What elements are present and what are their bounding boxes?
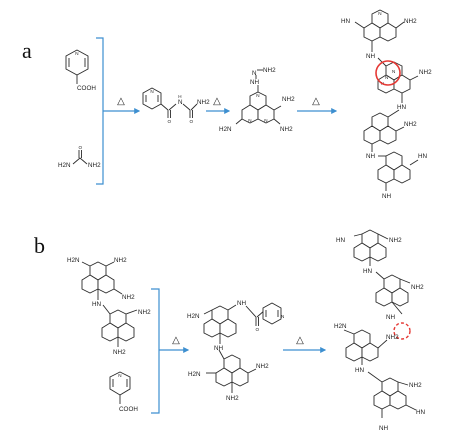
- linker-4: HN: [418, 153, 428, 160]
- intermediate-b-h2n-label-2: H2N: [188, 371, 201, 378]
- heptazine-left-nh2-label: H2N: [219, 126, 232, 133]
- heptazine-n-label: N: [252, 70, 257, 77]
- product-b-linker-4: HN: [416, 409, 426, 416]
- terminal-nh2-1: NH2: [404, 18, 417, 25]
- carbonyl-oxygen: O: [168, 119, 172, 124]
- isonicotinic-acid-structure: N COOH: [65, 49, 96, 92]
- linker-3: NH: [366, 153, 376, 160]
- linker-1: NH: [366, 53, 376, 60]
- panel-label-a: a: [22, 38, 32, 63]
- intermediate-b-nh-link: NH: [214, 345, 224, 352]
- product-b-hn-top: HN: [336, 237, 346, 244]
- product-b-nh-bottom: NH: [379, 425, 389, 432]
- melem-hn-label: HN: [92, 301, 102, 308]
- intermediate-1-structure: N O N H O NH2: [142, 87, 210, 124]
- terminal-hn-top: HN: [341, 18, 351, 25]
- urea-h2n-label: H2N: [58, 162, 71, 169]
- terminal-nh2-2: NH2: [419, 69, 432, 76]
- highlight-atom-1: N: [392, 69, 395, 74]
- highlight-atom-2: N: [385, 75, 388, 80]
- cooh-label-b: COOH: [119, 406, 138, 413]
- product-b-linker-3: HN: [355, 367, 365, 374]
- terminal-nh-bottom: NH: [382, 193, 392, 200]
- amide-h-label: H: [178, 94, 181, 99]
- product-b-nh2-3: NH2: [386, 334, 399, 341]
- heat-symbol-b2: △: [296, 335, 304, 346]
- terminal-nh2-3: NH2: [404, 121, 417, 128]
- svg-text:N: N: [248, 118, 251, 123]
- heat-symbol-a3: △: [312, 96, 320, 107]
- urea-oxygen: O: [79, 145, 83, 150]
- ring-nitrogen: N: [118, 373, 121, 378]
- pyridine-ring: [142, 87, 162, 110]
- svg-text:N: N: [256, 93, 259, 98]
- heat-symbol-a2: △: [213, 96, 221, 107]
- intermediate-b-nh2-label: NH2: [256, 363, 269, 370]
- melem-oligomer-structure: H2N NH2 NH2 HN NH2 NH2: [67, 257, 151, 356]
- svg-text:N: N: [264, 118, 267, 123]
- carbonyl-oxygen-b: O: [256, 327, 260, 332]
- ring-nitrogen: N: [150, 89, 153, 94]
- melem-nh2-label-1: NH2: [114, 257, 127, 264]
- terminal-nh2-label: NH2: [197, 99, 210, 106]
- heptazine-top-nh2-label: NH2: [263, 67, 276, 74]
- melem-nh2-label-3: NH2: [138, 309, 151, 316]
- ring-nitrogen: N: [281, 314, 284, 319]
- panel-label-b: b: [34, 233, 45, 258]
- panel-a: a N COOH H2N O NH2 △: [22, 9, 432, 200]
- intermediate-b-structure: H2N NH O N NH H2N NH2 NH2: [187, 300, 284, 402]
- dashed-highlight-circle: [393, 322, 411, 340]
- reactant-bracket-b: [151, 288, 160, 414]
- melem-h2n-label: H2N: [67, 257, 80, 264]
- heat-symbol-a1: △: [117, 96, 125, 107]
- intermediate-b-h2n-label: H2N: [187, 313, 200, 320]
- urea-structure: H2N O NH2: [58, 145, 101, 169]
- heat-symbol-b1: △: [172, 335, 180, 346]
- polymer-product-a: N HN NH2 NH NH2 N N N HN NH2: [341, 9, 432, 200]
- intermediate-2-structure: N N N NH N NH2 NH2 H2N NH2: [219, 67, 295, 133]
- carbonyl-oxygen-2: O: [190, 119, 194, 124]
- amide-n-label: N: [178, 99, 183, 106]
- melem-nh2-label-2: NH2: [122, 294, 135, 301]
- highlight-circle: [375, 60, 401, 86]
- product-b-linker-2: NH: [386, 314, 396, 321]
- svg-text:N: N: [378, 11, 381, 16]
- cooh-label: COOH: [77, 85, 96, 92]
- linker-2: HN: [397, 104, 407, 111]
- product-b-h2n-left: H2N: [334, 323, 347, 330]
- ring-nitrogen: N: [75, 51, 78, 56]
- heptazine-nh-label: NH: [250, 79, 260, 86]
- polymer-product-b: HN NH2 HN NH2 NH H2N NH2 HN: [334, 229, 426, 432]
- product-b-linker-1: HN: [363, 268, 373, 275]
- isonicotinic-acid-structure-b: N COOH: [109, 371, 138, 413]
- product-b-nh2-1: NH2: [389, 237, 402, 244]
- heptazine-right-nh2-label: NH2: [280, 126, 293, 133]
- intermediate-b-nh-label: NH: [237, 300, 247, 307]
- urea-nh2-label: NH2: [88, 162, 101, 169]
- product-b-nh2-2: NH2: [411, 284, 424, 291]
- product-b-nh2-4: NH2: [409, 382, 422, 389]
- panel-b: b H2N NH2 NH2 HN NH2 NH2: [34, 229, 426, 432]
- melem-nh2-label-4: NH2: [113, 349, 126, 356]
- pyridine-ring: [262, 302, 282, 325]
- heptazine-right-label: NH2: [282, 96, 295, 103]
- intermediate-b-nh2-label-2: NH2: [226, 395, 239, 402]
